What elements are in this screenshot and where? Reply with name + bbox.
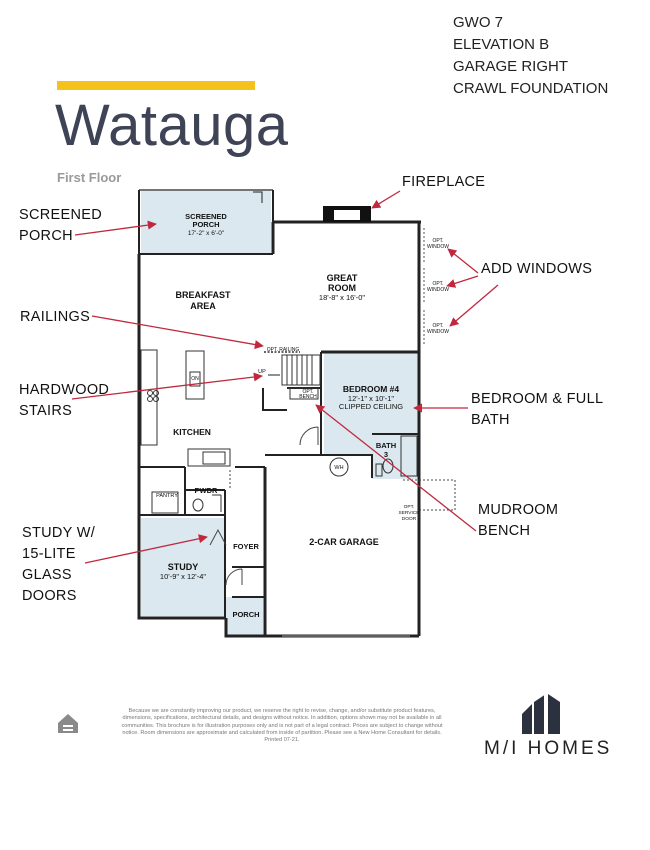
callout-line: HARDWOOD — [19, 382, 110, 398]
callout-bedroom-bath: BEDROOM & FULL BATH — [471, 389, 603, 431]
brand-wordmark: M/I HOMES — [484, 738, 613, 759]
spec-block: GWO 7 ELEVATION B GARAGE RIGHT CRAWL FOU… — [453, 12, 608, 100]
opt-window-label-3b: WINDOW — [427, 329, 449, 335]
island-on-label: ON — [191, 376, 199, 382]
callout-line: SCREENED — [19, 207, 102, 223]
floor-subtitle: First Floor — [57, 170, 122, 185]
room-study-dims: 10'-9" x 12'-4" — [160, 572, 206, 581]
opt-service-door-label-2: SERVICE — [399, 510, 420, 516]
study-fill — [141, 518, 225, 616]
opt-window-label-2b: WINDOW — [427, 287, 449, 293]
fireplace-hearth — [334, 210, 360, 220]
room-screened-porch-dims: 17'-2" x 6'-0" — [188, 230, 225, 237]
spec-line: GARAGE RIGHT — [453, 58, 569, 75]
callout-add-windows: ADD WINDOWS — [481, 261, 593, 277]
callout-line: 15-LITE — [22, 546, 76, 562]
callout-study-doors: STUDY W/ 15-LITE GLASS DOORS — [22, 523, 95, 607]
bath-fixtures — [329, 435, 418, 477]
callout-line: BATH — [471, 412, 510, 428]
room-garage-label: 2-CAR GARAGE — [309, 537, 379, 547]
kitchen-fixtures — [140, 349, 231, 514]
doors — [209, 426, 456, 586]
screened-porch-fill — [141, 191, 271, 254]
callout-fireplace: FIREPLACE — [402, 174, 486, 190]
room-pwdr-label: PWDR — [195, 486, 218, 495]
plan-title: Watauga — [55, 93, 289, 158]
stairs — [264, 351, 321, 386]
room-screened-porch-label-2: PORCH — [192, 220, 219, 229]
callout-line: GLASS — [22, 567, 72, 583]
spec-line: GWO 7 — [453, 14, 504, 31]
room-kitchen-label: KITCHEN — [173, 427, 211, 437]
room-foyer-label: FOYER — [233, 542, 259, 551]
mi-homes-logo-icon — [522, 692, 560, 734]
opt-service-door-label-1: OPT. — [404, 504, 415, 510]
spec-line: ELEVATION B — [453, 36, 550, 53]
room-bedroom4-note: CLIPPED CEILING — [339, 402, 403, 411]
accent-bar — [57, 81, 255, 90]
room-great-room-label-2: ROOM — [328, 283, 356, 293]
room-bedroom4-label: BEDROOM #4 — [343, 384, 399, 394]
equal-housing-icon — [58, 714, 78, 733]
room-bath3-label-1: BATH — [376, 441, 396, 450]
room-study-label: STUDY — [168, 562, 199, 572]
water-heater-label: WH — [334, 465, 343, 471]
opt-railing-label: OPT. RAILING — [267, 347, 300, 353]
callout-line: STUDY W/ — [22, 525, 96, 541]
porch-fill — [226, 597, 263, 635]
room-screened-porch-label-1: SCREENED — [185, 212, 227, 221]
callout-line: STAIRS — [19, 403, 73, 419]
opt-bench-label-1: OPT. — [302, 389, 313, 395]
room-pantry-label: PANTRY — [156, 493, 178, 499]
opt-window-label-3a: OPT. — [432, 323, 443, 329]
disclaimer-text: Because we are constantly improving our … — [121, 708, 443, 744]
room-breakfast-label-1: BREAKFAST — [175, 290, 231, 300]
room-great-room-label-1: GREAT — [327, 273, 358, 283]
room-bedroom4-dims: 12'-1" x 10'-1" — [348, 394, 394, 403]
opt-service-door-label-3: DOOR — [402, 516, 417, 522]
spec-line: CRAWL FOUNDATION — [453, 80, 609, 97]
room-breakfast-label-2: AREA — [190, 301, 216, 311]
callout-screened-porch: SCREENED PORCH — [19, 205, 102, 247]
callout-line: PORCH — [19, 228, 73, 244]
callout-line: MUDROOM — [478, 502, 559, 518]
powder-fixtures — [192, 494, 222, 512]
stair-up-label: UP — [258, 369, 266, 375]
opt-window-label-2a: OPT. — [432, 281, 443, 287]
callout-line: DOORS — [22, 588, 77, 604]
opt-bench — [289, 387, 319, 400]
exterior-walls — [137, 220, 421, 638]
callout-railings: RAILINGS — [20, 309, 91, 325]
callout-mudroom-bench: MUDROOM BENCH — [478, 500, 558, 542]
opt-bench-label-2: BENCH — [299, 394, 317, 400]
callout-line: BEDROOM & FULL — [471, 391, 604, 407]
callout-hardwood-stairs: HARDWOOD STAIRS — [19, 380, 109, 422]
room-porch-label: PORCH — [232, 610, 259, 619]
room-bath3-label-2: 3 — [384, 450, 388, 459]
callout-line: BENCH — [478, 523, 531, 539]
opt-window-label-1b: WINDOW — [427, 244, 449, 250]
opt-window-label-1a: OPT. — [432, 238, 443, 244]
callout-arrows — [71, 190, 499, 564]
bath-fill — [372, 434, 419, 479]
room-great-room-dims: 18'-8" x 16'-0" — [319, 293, 365, 302]
